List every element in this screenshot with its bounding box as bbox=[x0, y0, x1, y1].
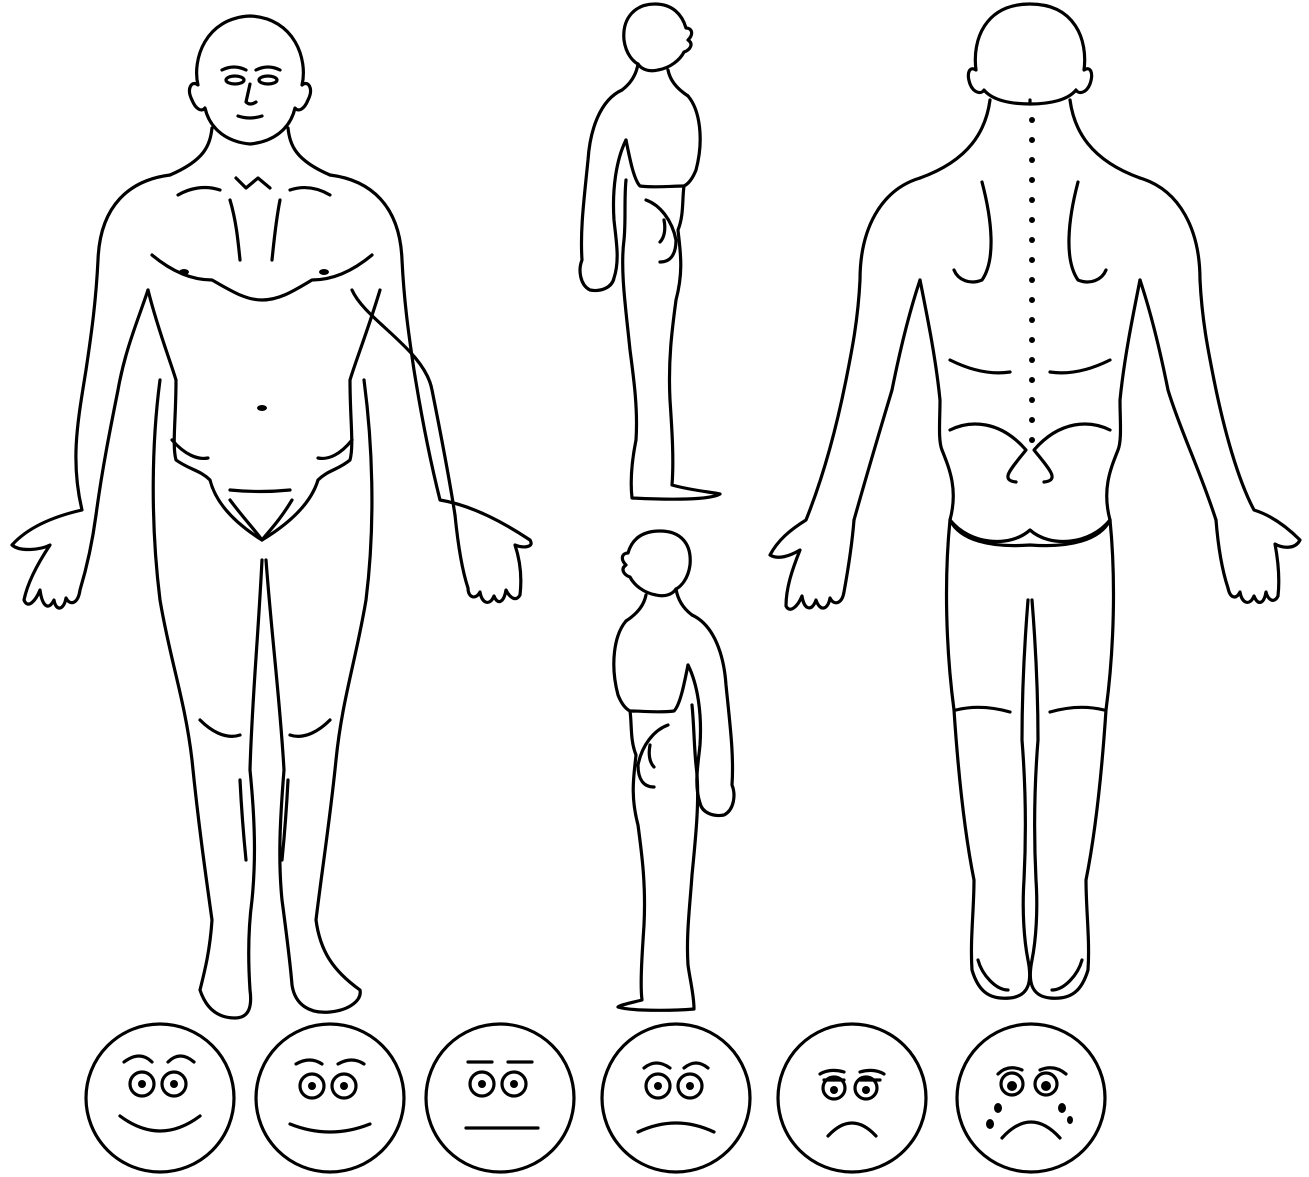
face-happy-icon[interactable] bbox=[250, 1028, 410, 1173]
front-left-arm bbox=[12, 175, 170, 608]
front-right-leg bbox=[266, 380, 372, 1012]
front-head bbox=[190, 16, 311, 144]
body-front-view bbox=[0, 0, 560, 1040]
face-sad-icon[interactable] bbox=[596, 1028, 756, 1173]
face-very-happy-icon[interactable] bbox=[80, 1028, 240, 1173]
body-back-view bbox=[760, 0, 1309, 1040]
face-neutral-icon[interactable] bbox=[420, 1028, 580, 1173]
face-crying-icon[interactable] bbox=[946, 1028, 1116, 1173]
body-side-view-left bbox=[590, 525, 760, 1015]
front-torso bbox=[148, 290, 380, 540]
body-side-view-right bbox=[560, 0, 750, 510]
face-very-sad-icon[interactable] bbox=[772, 1028, 932, 1173]
front-left-leg bbox=[153, 380, 262, 1018]
